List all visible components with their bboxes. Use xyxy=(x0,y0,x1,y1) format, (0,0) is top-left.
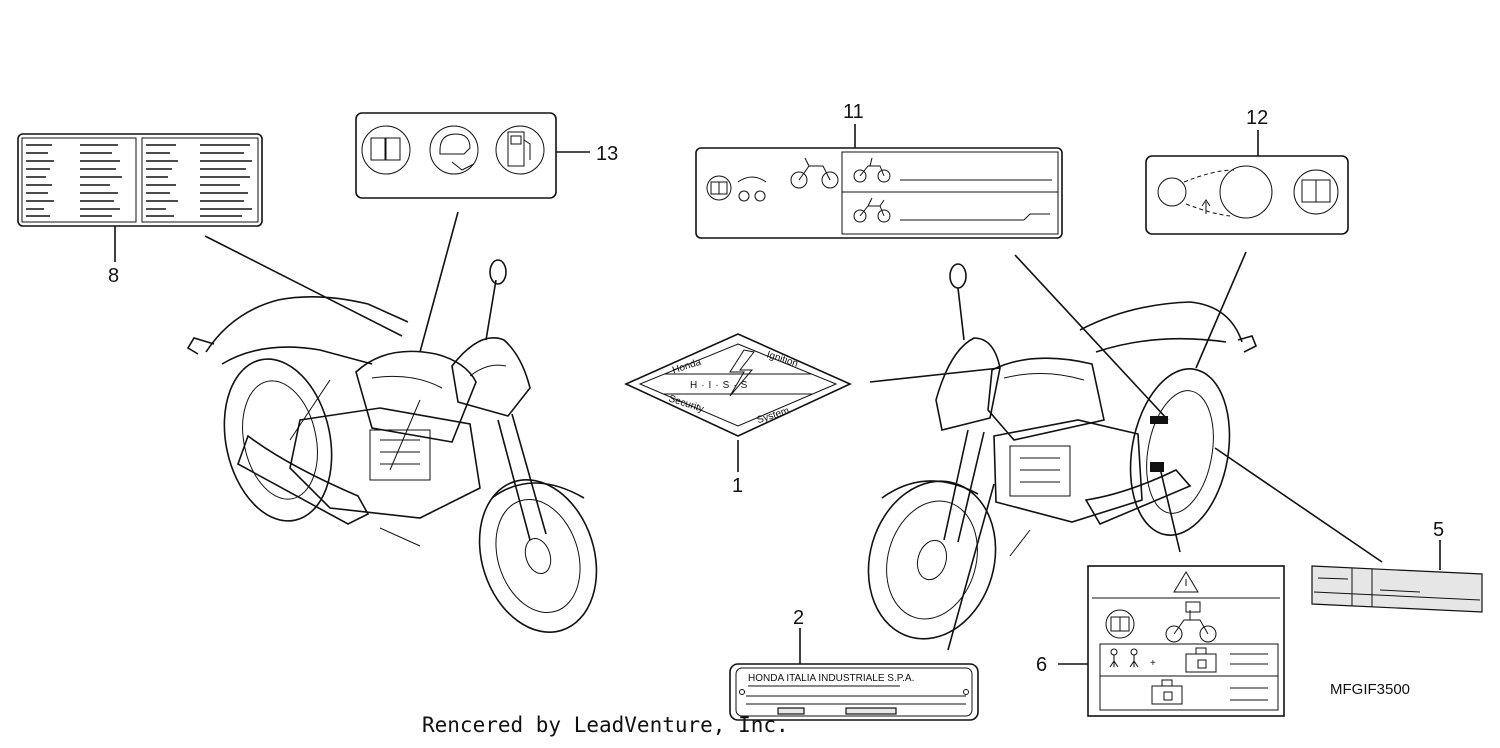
motorcycle-left-view xyxy=(186,259,598,633)
label-6-load-warning: + xyxy=(1087,565,1285,717)
callout-8: 8 xyxy=(108,265,119,287)
render-credit: Rencered by LeadVenture, Inc. xyxy=(422,713,789,737)
manual-book-icon xyxy=(706,175,732,201)
svg-text:+: + xyxy=(1150,658,1156,669)
label-11-riding-sticker xyxy=(695,147,1063,239)
callout-1: 1 xyxy=(732,475,743,497)
callout-13: 13 xyxy=(596,143,618,165)
label-1-hiss-emblem: Honda Ignition H·I·S·S Security System xyxy=(624,333,852,437)
callout-5: 5 xyxy=(1433,519,1444,541)
label-5-strip-sticker xyxy=(1311,565,1483,613)
luggage-icon xyxy=(1151,679,1183,705)
label-12-chain-sticker xyxy=(1145,155,1349,235)
handlebar-icon xyxy=(737,176,767,202)
warning-triangle-icon xyxy=(1173,571,1199,593)
manual-book-icon xyxy=(1105,609,1135,639)
label-8-text-lines xyxy=(26,144,252,217)
callout-2: 2 xyxy=(793,607,804,629)
callout-6: 6 xyxy=(1036,654,1047,676)
manual-book-icon xyxy=(1293,169,1339,215)
motorcycle-icon xyxy=(790,157,839,189)
callout-12: 12 xyxy=(1246,107,1268,129)
motorcycle-right-view xyxy=(867,263,1258,640)
manufacturer-plate-text: HONDA ITALIA INDUSTRIALE S.P.A. xyxy=(748,673,914,684)
person-icon xyxy=(1109,648,1139,668)
callout-11: 11 xyxy=(843,101,864,123)
rider-passenger-icon xyxy=(853,197,891,223)
leader-lines xyxy=(114,124,1441,665)
helmet-icon xyxy=(429,125,479,175)
rider-seated-icon xyxy=(853,157,891,183)
motorcycle-icon xyxy=(1165,601,1217,643)
manual-book-icon xyxy=(361,125,411,175)
fuel-pump-icon xyxy=(495,125,545,175)
luggage-icon xyxy=(1185,647,1217,673)
callout-numbers: 8 13 11 12 1 2 6 5 xyxy=(108,101,1444,676)
drawing-code: MFGIF3500 xyxy=(1330,681,1410,698)
label-8-text-sticker xyxy=(17,133,263,227)
label-2-manufacturer-plate: HONDA ITALIA INDUSTRIALE S.P.A. xyxy=(729,663,979,721)
hiss-text-middle: H·I·S·S xyxy=(690,380,751,391)
label-13-icon-sticker xyxy=(355,112,557,199)
